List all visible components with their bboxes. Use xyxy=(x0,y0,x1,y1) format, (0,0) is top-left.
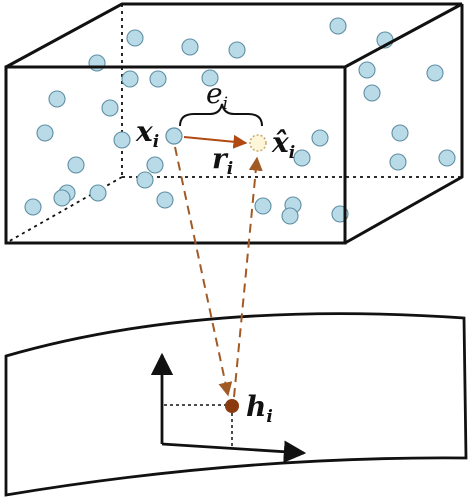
particle-point xyxy=(281,207,299,225)
particle-point xyxy=(363,84,381,102)
error-brace xyxy=(179,103,263,127)
particle-point xyxy=(126,29,144,47)
particle-point xyxy=(181,38,199,56)
label-x-i: xi xyxy=(135,115,159,152)
x-axis-arrow xyxy=(161,440,307,463)
label-xhat-i: x̂i xyxy=(271,126,295,163)
particle-point xyxy=(311,129,329,147)
particle-point xyxy=(149,70,167,88)
manifold-surface xyxy=(4,312,468,497)
particle-point xyxy=(53,189,71,207)
particle-point xyxy=(121,70,139,88)
surface-axes xyxy=(150,352,307,463)
particle-point xyxy=(89,184,107,202)
particle-point xyxy=(293,149,311,167)
particle-point xyxy=(329,17,347,35)
decoder-arrow xyxy=(233,156,263,398)
particle-point xyxy=(88,54,106,72)
particle-point xyxy=(201,69,219,87)
particle-point xyxy=(391,124,409,142)
label-r-i: ri xyxy=(212,142,233,179)
particle-point xyxy=(156,191,174,209)
mapping-arrows xyxy=(174,146,263,398)
label-e-i: ei xyxy=(206,77,228,114)
particle-point xyxy=(146,156,164,174)
particle-point xyxy=(358,61,376,79)
box-front-face xyxy=(4,65,347,245)
encoder-arrow xyxy=(174,146,233,397)
particle-point xyxy=(67,156,85,174)
particle-point xyxy=(113,131,131,149)
point-xhat-i xyxy=(249,134,267,152)
particle-point xyxy=(426,64,444,82)
reconstruction-arrow xyxy=(183,134,248,149)
point-x-i xyxy=(165,127,183,145)
box-right-face xyxy=(344,4,464,245)
particle-point xyxy=(254,197,272,215)
particle-point xyxy=(228,41,246,59)
particle-cloud xyxy=(24,17,456,225)
particle-point xyxy=(48,90,66,108)
particle-point xyxy=(36,124,54,142)
particle-point xyxy=(438,149,456,167)
point-h-i xyxy=(225,399,239,413)
box-top-face xyxy=(5,2,463,69)
box-visible-edges xyxy=(4,2,464,245)
particle-point xyxy=(24,198,42,216)
label-h-i: hi xyxy=(246,390,273,427)
particle-point xyxy=(389,153,407,171)
particle-point xyxy=(101,99,119,117)
particle-point xyxy=(136,171,154,189)
